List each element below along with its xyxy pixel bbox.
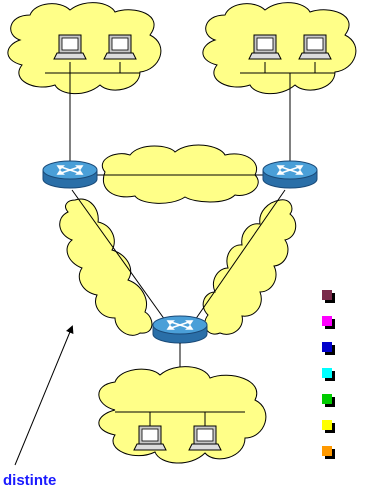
computer-icon <box>188 425 222 451</box>
color-legend <box>322 290 335 459</box>
wan-cloud-right <box>202 199 297 335</box>
router-icon-right <box>262 160 318 189</box>
wan-cloud-middle <box>102 144 259 204</box>
legend-swatch <box>322 368 332 378</box>
computer-icon <box>103 34 137 60</box>
legend-swatch <box>322 420 332 430</box>
legend-swatch <box>322 342 332 352</box>
router-icon-left <box>42 160 98 189</box>
computer-icon <box>248 34 282 60</box>
router-icon-bottom <box>152 315 208 344</box>
legend-swatch <box>322 446 332 456</box>
lan-cloud-top-left <box>7 2 162 95</box>
computer-icon <box>133 425 167 451</box>
pointer-arrow <box>14 325 74 466</box>
legend-swatch <box>322 290 332 300</box>
link-router-left-bottom <box>71 189 166 321</box>
link-router-right-bottom <box>194 189 286 321</box>
computer-icon <box>298 34 332 60</box>
legend-swatch <box>322 394 332 404</box>
legend-swatch <box>322 316 332 326</box>
lan-cloud-bottom <box>98 366 267 464</box>
lan-top-right-bus <box>240 62 335 74</box>
computer-icon <box>53 34 87 60</box>
lan-bottom-bus <box>115 411 245 426</box>
lan-cloud-top-right <box>202 2 357 95</box>
lan-top-left-bus <box>45 62 140 74</box>
wan-cloud-left <box>59 198 153 336</box>
distinte-label: distinte <box>3 472 57 489</box>
